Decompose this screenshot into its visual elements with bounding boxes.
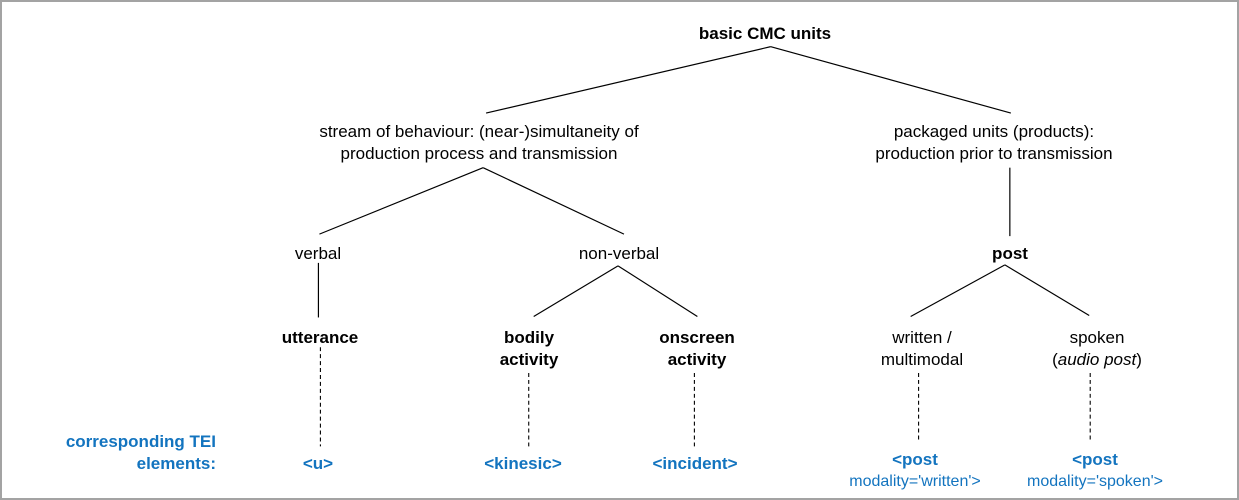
node-utterance: utterance xyxy=(281,328,359,347)
edge-post-written xyxy=(910,264,1006,317)
edge-nonverbal-onscreen xyxy=(617,265,698,317)
node-spoken-audio-post: spoken (audio post) xyxy=(1052,327,1142,371)
tei-element-u: <u> xyxy=(302,454,334,473)
node-written-multimodal: written / multimodal xyxy=(881,327,963,371)
node-written-line2: multimodal xyxy=(880,350,964,369)
node-verbal: verbal xyxy=(294,244,342,263)
node-stream-line2: production process and transmission xyxy=(340,144,618,163)
paren-open: ( xyxy=(1052,350,1058,369)
edge-nonverbal-bodily xyxy=(533,265,619,317)
paren-close: ) xyxy=(1136,350,1142,369)
node-bodily-line1: bodily xyxy=(503,328,555,347)
node-bodily-line2: activity xyxy=(499,350,559,369)
edge-stream-nonverbal xyxy=(482,167,625,235)
edge-post-spoken xyxy=(1004,264,1090,316)
node-basic-cmc-units: basic CMC units xyxy=(698,24,832,43)
node-packaged-line2: production prior to transmission xyxy=(875,144,1113,163)
node-stream-of-behaviour: stream of behaviour: (near-)simultaneity… xyxy=(319,121,638,165)
edge-root-packaged xyxy=(770,46,1012,114)
node-spoken-line1: spoken xyxy=(1069,328,1125,347)
node-stream-line1: stream of behaviour: (near-)simultaneity… xyxy=(319,122,639,141)
node-spoken-italic: audio post xyxy=(1057,350,1137,369)
tei-caption-line1: corresponding TEI xyxy=(65,432,216,451)
node-packaged-units: packaged units (products): production pr… xyxy=(875,121,1112,165)
node-packaged-line1: packaged units (products): xyxy=(893,122,1095,141)
tei-element-post-written: <post modality='written'> xyxy=(849,449,981,493)
node-post: post xyxy=(992,244,1028,263)
edge-stream-verbal xyxy=(319,167,484,235)
edge-root-stream xyxy=(485,46,771,114)
node-written-line1: written / xyxy=(892,328,952,347)
node-onscreen-activity: onscreen activity xyxy=(659,327,735,371)
tei-post-written-line2: modality='written'> xyxy=(849,473,981,490)
tei-caption-line2: elements: xyxy=(136,453,216,473)
tei-caption: corresponding TEI elements: xyxy=(20,431,216,474)
node-onscreen-line1: onscreen xyxy=(659,328,735,347)
tei-post-written-line1: <post xyxy=(892,450,938,469)
tei-post-spoken-line2: modality='spoken'> xyxy=(1027,473,1163,490)
tei-post-spoken-line1: <post xyxy=(1072,450,1118,469)
node-non-verbal: non-verbal xyxy=(578,244,660,263)
node-onscreen-line2: activity xyxy=(667,350,727,369)
tei-element-kinesic: <kinesic> xyxy=(484,454,562,473)
tei-element-incident: <incident> xyxy=(652,454,738,473)
node-spoken-line2: (audio post) xyxy=(1052,349,1142,371)
node-bodily-activity: bodily activity xyxy=(500,327,559,371)
tei-element-post-spoken: <post modality='spoken'> xyxy=(1027,449,1163,493)
